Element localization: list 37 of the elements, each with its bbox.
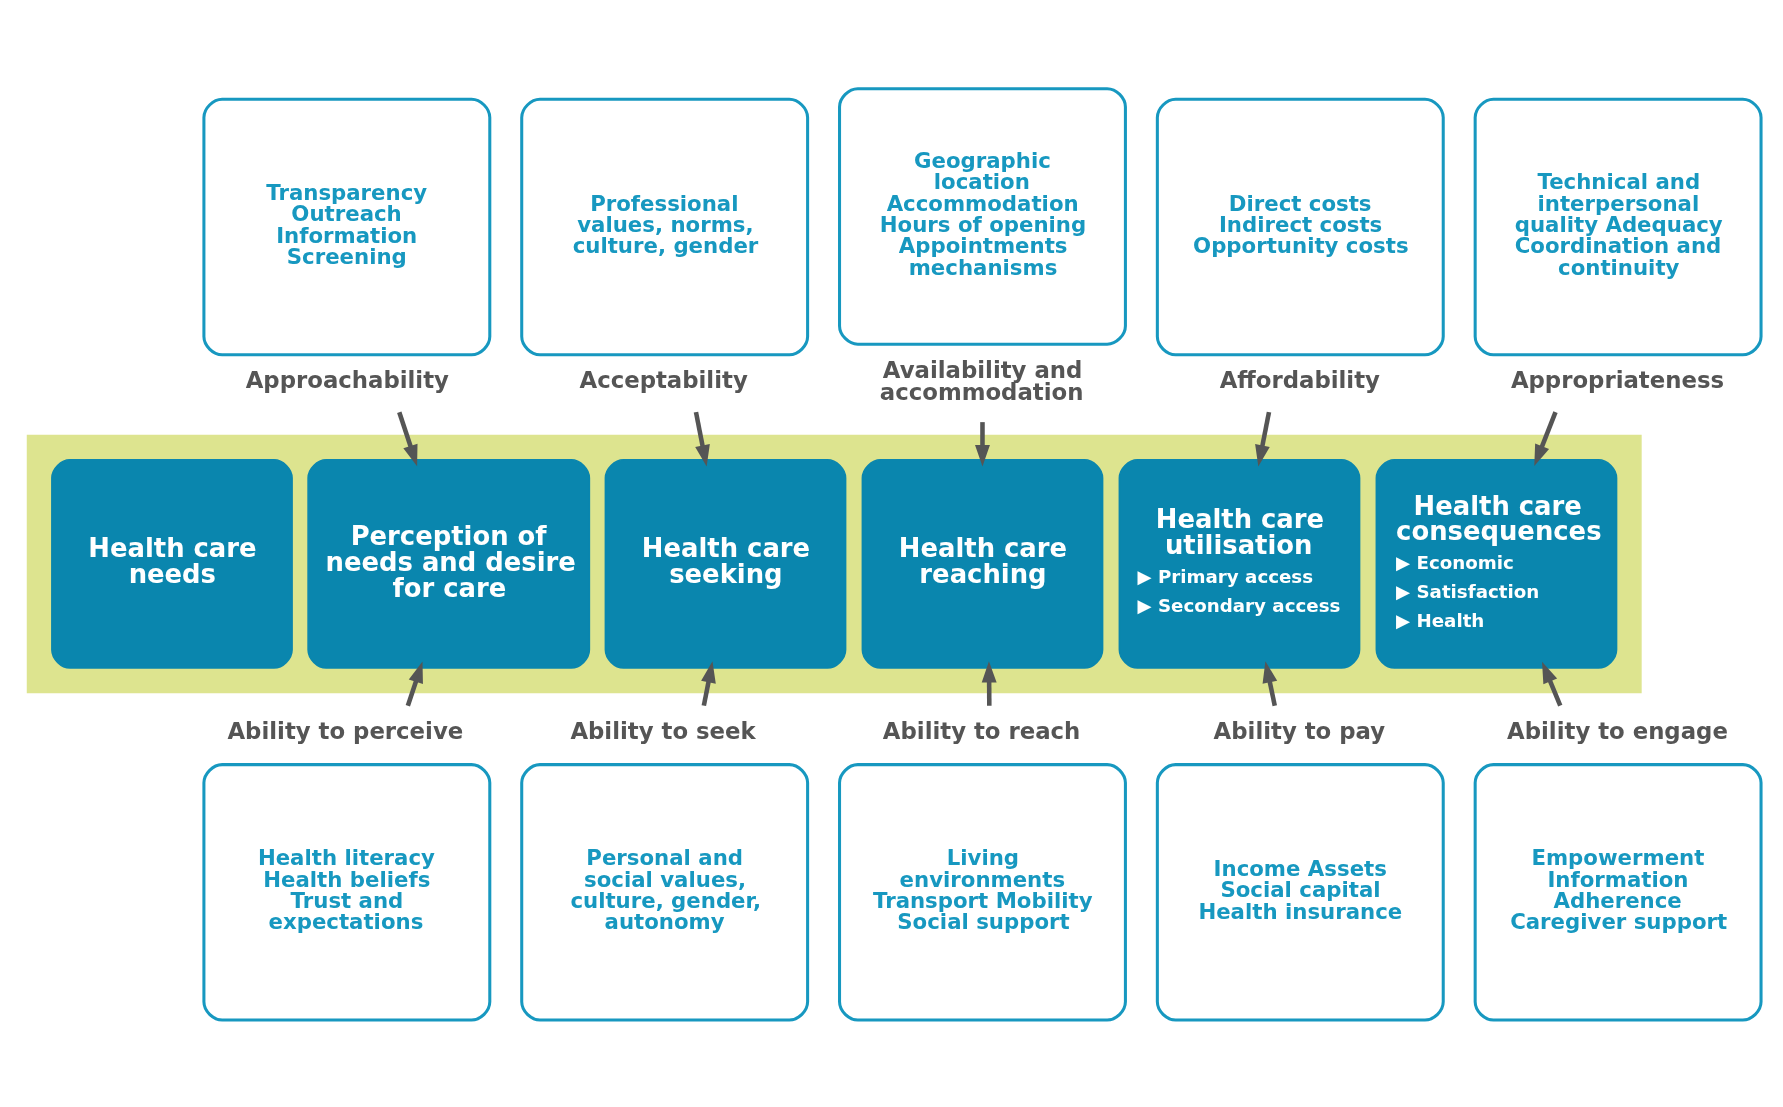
arrow bbox=[1262, 660, 1277, 706]
node-box: Health care seeking bbox=[604, 458, 846, 669]
node-box: Income Assets Social capital Health insurance bbox=[1155, 762, 1445, 1022]
node-box: Health care needs bbox=[50, 458, 293, 669]
node-label: Ability to engage bbox=[1506, 717, 1728, 744]
node-label: Ability to seek bbox=[569, 717, 756, 744]
node-box: Empowerment Information Adherence Caregiver support bbox=[1473, 762, 1763, 1022]
node-box: Direct costs Indirect costs Opportunity costs bbox=[1155, 97, 1445, 356]
node-label: Ability to reach bbox=[882, 717, 1080, 744]
arrow bbox=[974, 421, 990, 466]
node-label: Availability and accommodation bbox=[879, 356, 1083, 405]
node-box: Technical and interpersonal quality Adequacy Coordination and continuity bbox=[1473, 97, 1763, 356]
node-label: Approachability bbox=[245, 366, 449, 393]
cluster bbox=[26, 434, 1642, 693]
arrow bbox=[700, 660, 716, 706]
node-label: Acceptability bbox=[579, 366, 748, 393]
node-box: Health care reaching bbox=[861, 458, 1103, 669]
node-label: Appropriateness bbox=[1510, 366, 1724, 393]
arrow bbox=[405, 661, 423, 706]
arrow bbox=[1254, 411, 1271, 466]
node-box: Health literacy Health beliefs Trust and expectations bbox=[201, 762, 491, 1022]
node-box: Perception of needs and desire for care bbox=[306, 458, 590, 669]
node-label: Affordability bbox=[1219, 366, 1380, 393]
node-box: Professional values, norms, culture, gender bbox=[519, 97, 809, 356]
arrow bbox=[693, 411, 710, 466]
node-box: Living environments Transport Mobility Social support bbox=[837, 762, 1127, 1022]
arrow bbox=[1541, 661, 1562, 707]
node-box: Health care utilisation ▶ Primary access ▶ Secondary access bbox=[1118, 458, 1360, 669]
node-box: Transparency Outreach Information Screening bbox=[201, 97, 491, 356]
node-box: Health care consequences ▶ Economic ▶ Satisfaction ▶ Health bbox=[1375, 458, 1617, 669]
arrow bbox=[396, 410, 417, 466]
node-box: Geographic location Accommodation Hours of opening Appointments mechanisms bbox=[837, 86, 1127, 346]
arrow bbox=[1533, 410, 1558, 466]
node-label: Ability to perceive bbox=[226, 717, 463, 744]
node-box: Personal and social values, culture, gender, autonomy bbox=[519, 762, 809, 1022]
arrow bbox=[981, 660, 997, 706]
node-label: Ability to pay bbox=[1213, 717, 1385, 744]
